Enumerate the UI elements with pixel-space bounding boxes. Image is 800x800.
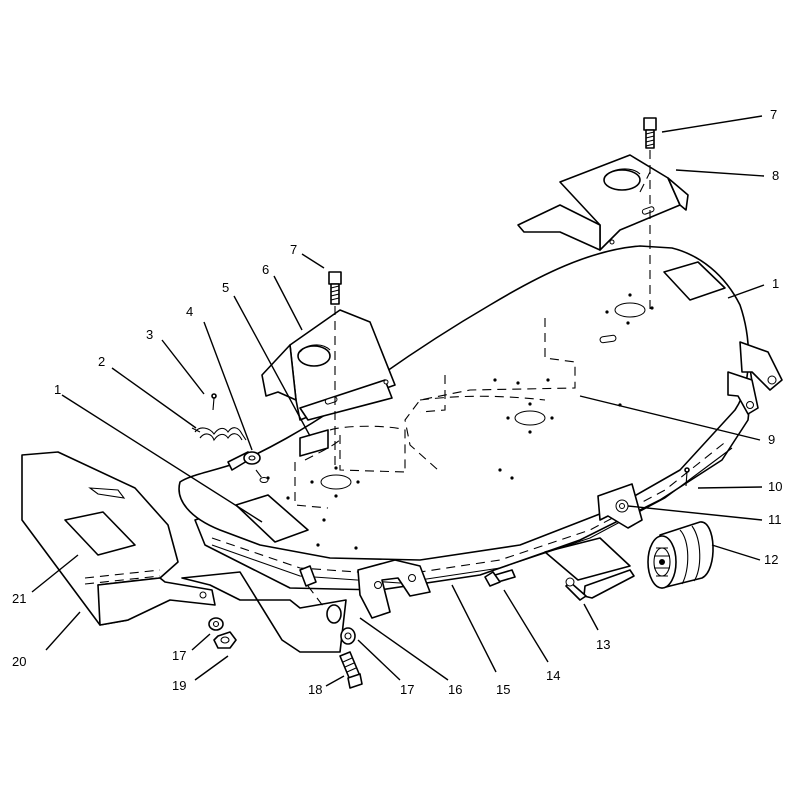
- callout-6: 6: [262, 262, 269, 277]
- callout-16: 16: [448, 682, 462, 697]
- spring-shaft: [227, 451, 269, 483]
- callout-7-left: 7: [290, 242, 297, 257]
- roller-axle-rod: [544, 537, 635, 601]
- callout-17-center: 17: [400, 682, 414, 697]
- callout-5: 5: [222, 280, 229, 295]
- callout-17-left: 17: [172, 648, 186, 663]
- callout-18: 18: [308, 682, 322, 697]
- callout-11: 11: [768, 512, 782, 527]
- callout-8: 8: [772, 168, 779, 183]
- callout-15: 15: [496, 682, 510, 697]
- callout-12: 12: [764, 552, 778, 567]
- callout-3: 3: [146, 327, 153, 342]
- callout-19: 19: [172, 678, 186, 693]
- hitch-stud: [299, 565, 356, 645]
- torsion-spring: [191, 427, 247, 442]
- callout-9: 9: [768, 432, 775, 447]
- roller-bracket: [597, 483, 643, 529]
- mower-deck-housing: [178, 245, 783, 591]
- callout-2: 2: [98, 354, 105, 369]
- leader-lines: [31, 115, 765, 687]
- front-hitch-bracket: [357, 559, 431, 619]
- callout-14: 14: [546, 668, 560, 683]
- discharge-deflector: [21, 451, 216, 626]
- callout-1-left: 1: [54, 382, 61, 397]
- baffle-plate: [181, 571, 347, 653]
- pin-10: [684, 467, 690, 487]
- callout-20: 20: [12, 654, 26, 669]
- callout-10: 10: [768, 479, 782, 494]
- right-mount-bracket: [517, 154, 689, 251]
- cotter-pin-3: [211, 393, 217, 411]
- callout-21: 21: [12, 591, 26, 606]
- callout-1-right: 1: [772, 276, 779, 291]
- bracket-plate-5: [299, 429, 329, 457]
- washer-17-nut-19: [208, 617, 237, 649]
- left-mount-bracket: [261, 309, 396, 421]
- bolt-18: [339, 651, 363, 689]
- anti-scalp-roller: [647, 521, 714, 589]
- bolt-7-left: [328, 271, 342, 470]
- bolt-7-right: [643, 117, 657, 312]
- callout-labels: 7 8 1 9 10 11 12 13 14 15 16 17 18 17 19…: [12, 107, 782, 697]
- callout-7-right: 7: [770, 107, 777, 122]
- bolt-14: [484, 569, 516, 587]
- callout-13: 13: [596, 637, 610, 652]
- callout-4: 4: [186, 304, 193, 319]
